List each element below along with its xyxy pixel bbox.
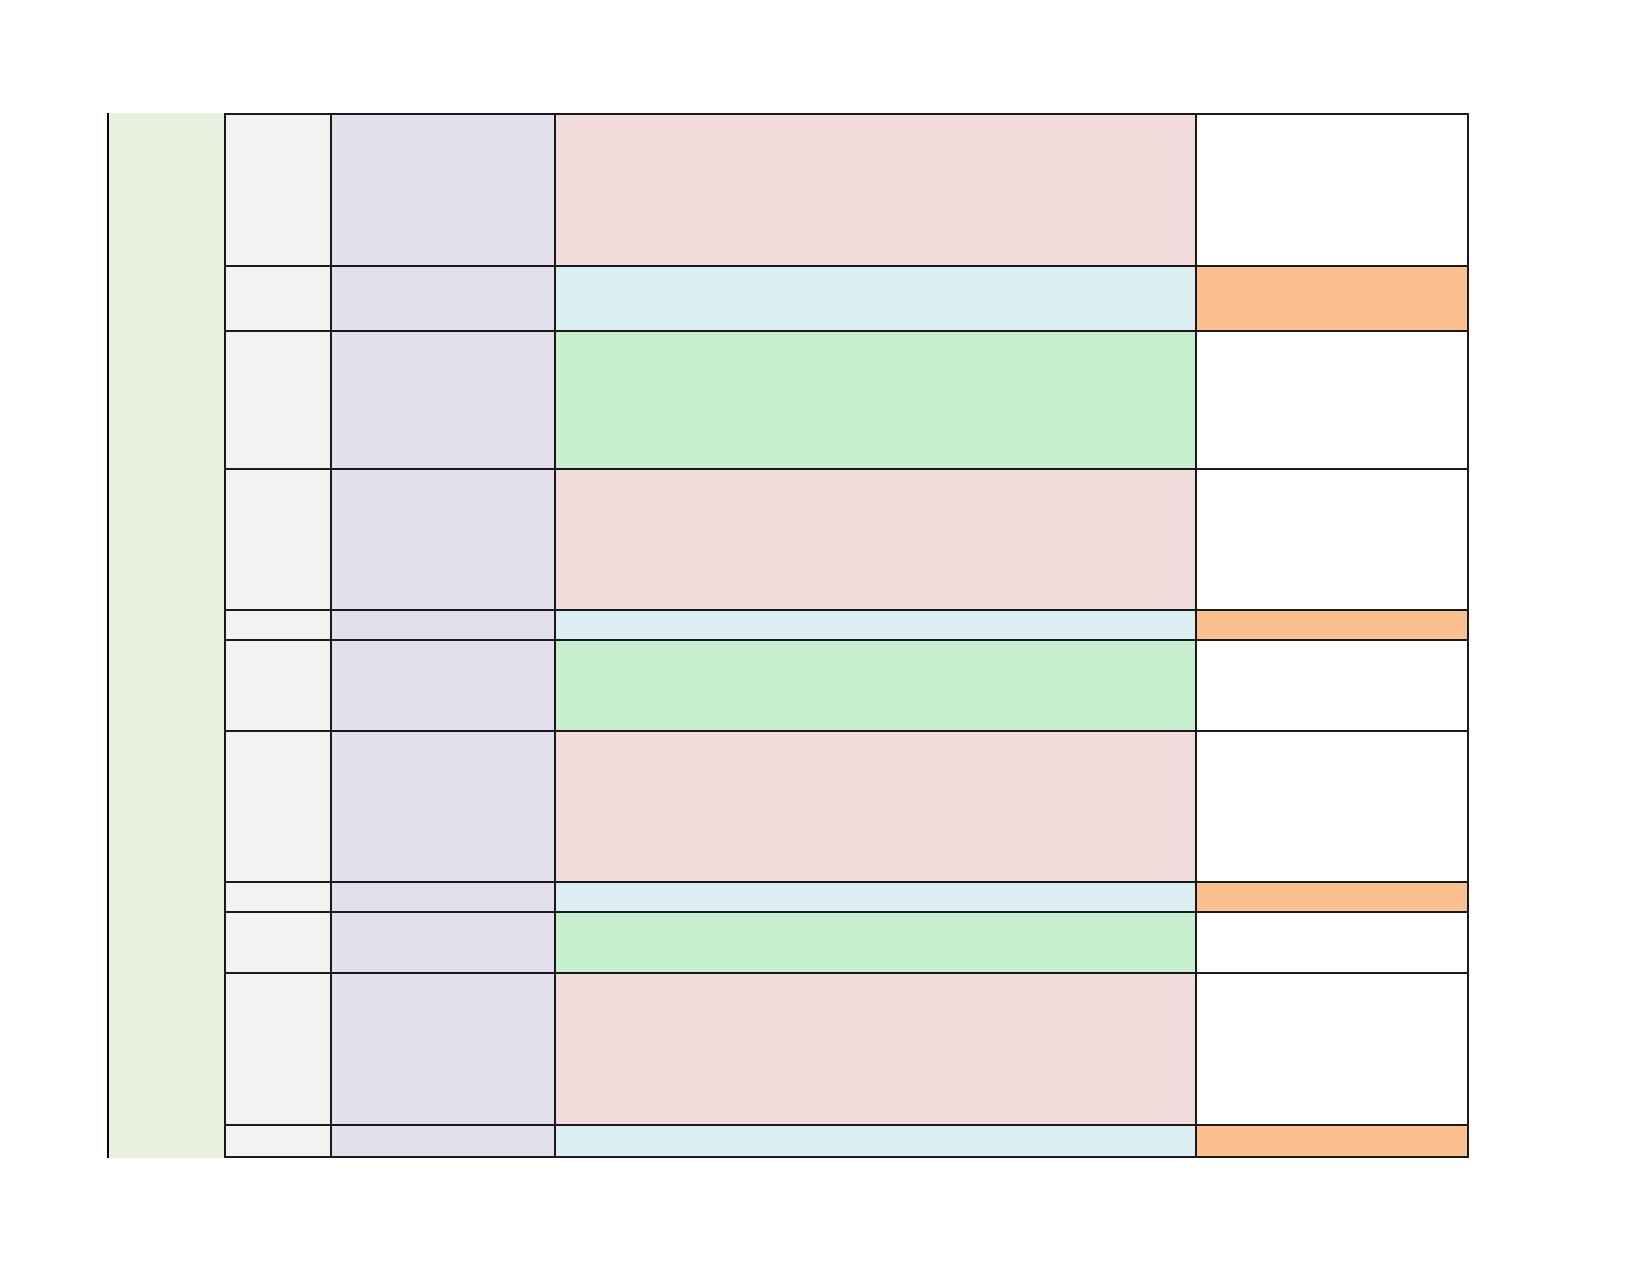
table-cell-r10-c1[interactable] [226,974,332,1126]
table-cell-r5-c4[interactable] [1197,611,1467,641]
table-cell-r9-c3[interactable] [556,913,1197,974]
table-cell-r2-c4[interactable] [1197,267,1467,332]
table-cell-r5-c1[interactable] [226,611,332,641]
table-cell-r7-c3[interactable] [556,732,1197,883]
table-cell-r8-c4[interactable] [1197,883,1467,913]
table-cell-r6-c1[interactable] [226,641,332,732]
table-cell-r4-c4[interactable] [1197,470,1467,611]
table-cell-r1-c1[interactable] [226,115,332,267]
side-band [107,113,224,1158]
table-cell-r5-c3[interactable] [556,611,1197,641]
table-cell-r6-c3[interactable] [556,641,1197,732]
table-cell-r6-c4[interactable] [1197,641,1467,732]
table-cell-r11-c1[interactable] [226,1126,332,1156]
table-cell-r10-c2[interactable] [332,974,556,1126]
table-cell-r11-c2[interactable] [332,1126,556,1156]
table-cell-r9-c2[interactable] [332,913,556,974]
table-cell-r11-c3[interactable] [556,1126,1197,1156]
table-cell-r11-c4[interactable] [1197,1126,1467,1156]
table-cell-r4-c3[interactable] [556,470,1197,611]
table-cell-r3-c2[interactable] [332,332,556,470]
table-cell-r6-c2[interactable] [332,641,556,732]
table-cell-r7-c4[interactable] [1197,732,1467,883]
table-cell-r10-c3[interactable] [556,974,1197,1126]
table-grid [224,113,1469,1158]
table-cell-r8-c3[interactable] [556,883,1197,913]
table-cell-r3-c3[interactable] [556,332,1197,470]
table-cell-r3-c1[interactable] [226,332,332,470]
table-cell-r10-c4[interactable] [1197,974,1467,1126]
table-cell-r9-c1[interactable] [226,913,332,974]
table-cell-r1-c2[interactable] [332,115,556,267]
table-cell-r1-c4[interactable] [1197,115,1467,267]
table-cell-r8-c1[interactable] [226,883,332,913]
table-cell-r1-c3[interactable] [556,115,1197,267]
table-cell-r7-c2[interactable] [332,732,556,883]
table-cell-r2-c2[interactable] [332,267,556,332]
table-cell-r5-c2[interactable] [332,611,556,641]
table-cell-r8-c2[interactable] [332,883,556,913]
table-cell-r9-c4[interactable] [1197,913,1467,974]
table-cell-r3-c4[interactable] [1197,332,1467,470]
table-cell-r4-c1[interactable] [226,470,332,611]
table-cell-r7-c1[interactable] [226,732,332,883]
table-cell-r2-c3[interactable] [556,267,1197,332]
table-cell-r2-c1[interactable] [226,267,332,332]
table-cell-r4-c2[interactable] [332,470,556,611]
